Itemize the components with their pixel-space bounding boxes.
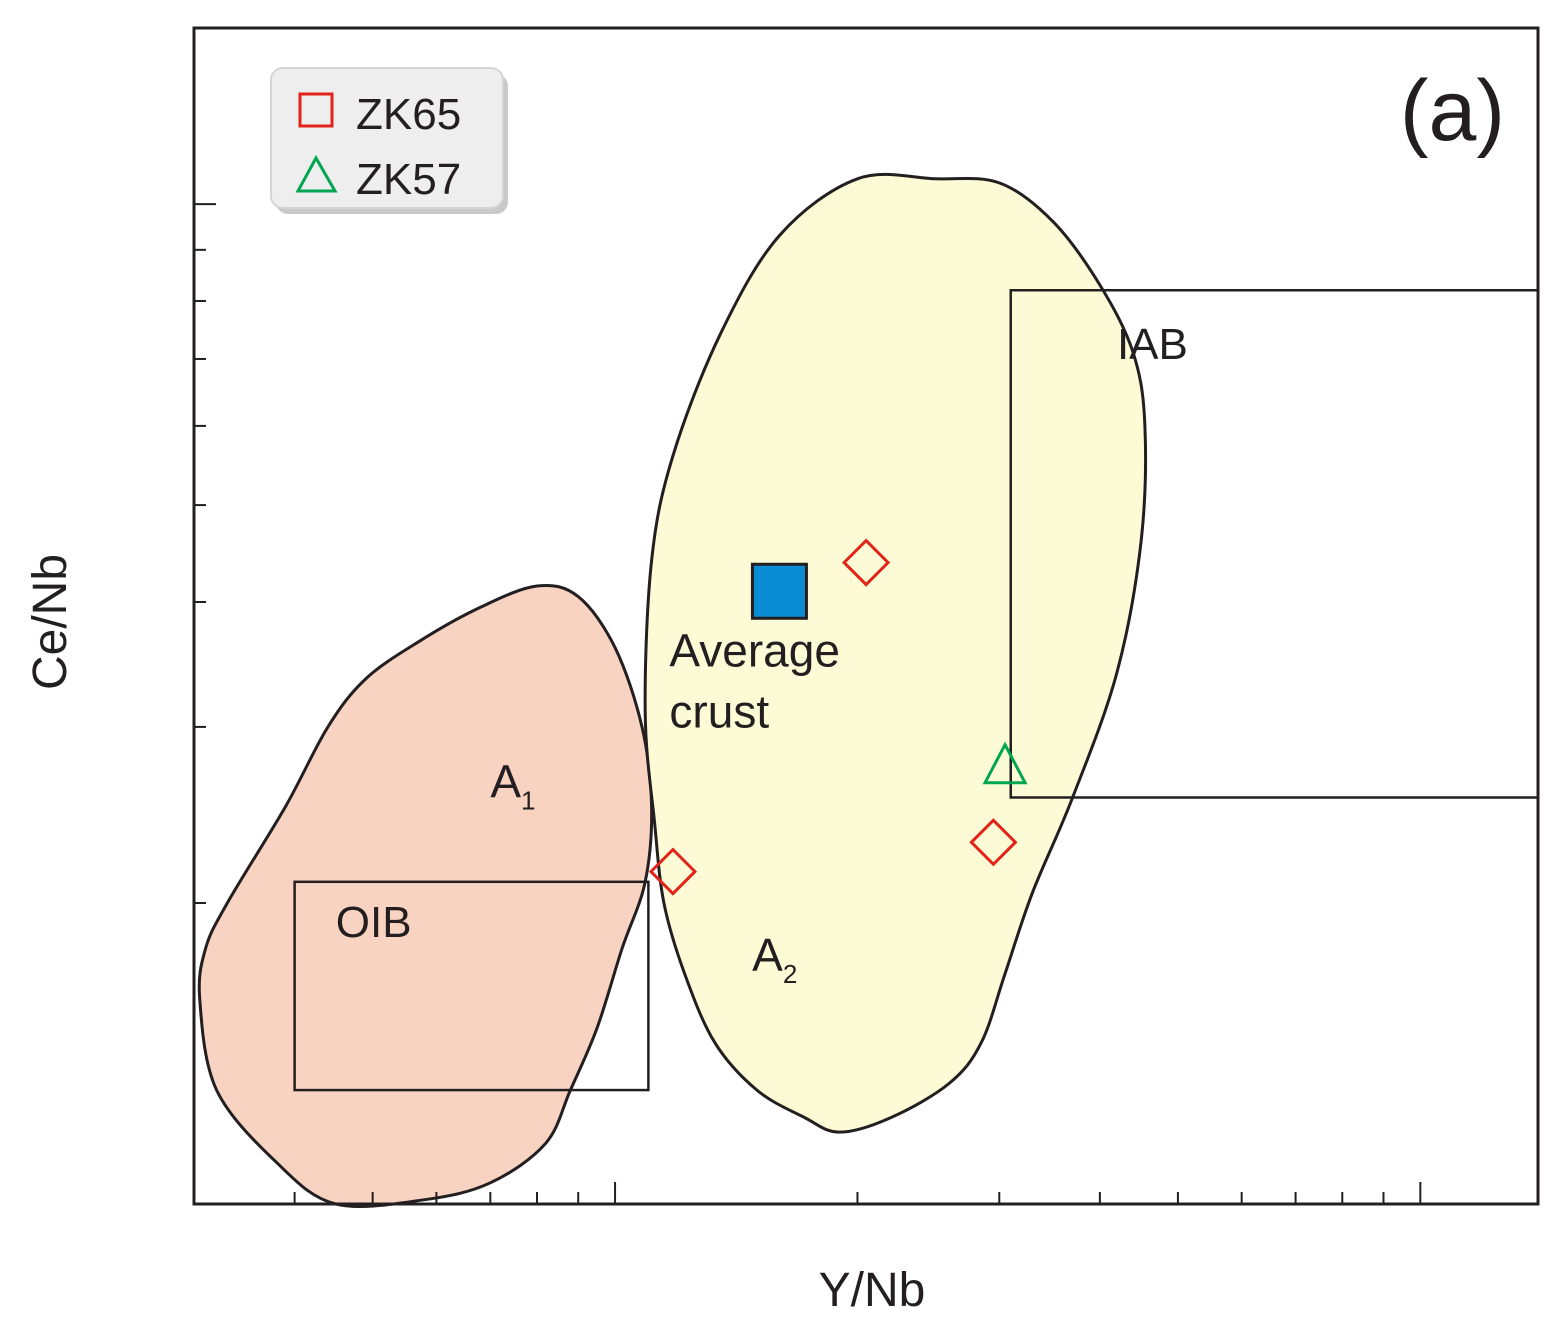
average-crust-label-line1: Average: [669, 624, 840, 676]
legend-triangle-marker: [295, 154, 338, 193]
discrimination-fields: [197, 172, 1148, 1208]
zk65-point: [841, 538, 891, 587]
panel-label: (a): [1400, 63, 1505, 159]
average-crust-marker: [750, 562, 808, 620]
legend-box: [270, 67, 504, 209]
axis-ticks: [193, 203, 1422, 1205]
zk65-point: [648, 847, 698, 896]
box-label-oib: OIB: [336, 898, 412, 947]
x-axis-label: Y/Nb: [819, 1264, 926, 1317]
zk57-point: [982, 741, 1028, 785]
zk65-point: [969, 818, 1018, 867]
field-a2: [643, 172, 1148, 1134]
legend-square-marker: [298, 92, 334, 128]
field-label-a2-subscript: 2: [783, 959, 797, 989]
sample-points: [648, 538, 1028, 896]
plot-frame: [192, 26, 1540, 1206]
legend-label-zk65: ZK65: [356, 90, 461, 139]
y-axis-label: Ce/Nb: [24, 554, 77, 690]
axes: [192, 26, 1540, 1206]
legend: ZK65 ZK57: [270, 67, 508, 214]
box-label-iab: IAB: [1117, 320, 1188, 369]
field-label-a1-subscript: 1: [521, 785, 535, 815]
legend-label-zk57: ZK57: [356, 155, 461, 204]
average-crust-label-line2: crust: [669, 685, 769, 737]
field-a1: [197, 583, 654, 1208]
oib-box: [293, 880, 650, 1092]
average-crust-reference: Average crust: [669, 562, 840, 737]
